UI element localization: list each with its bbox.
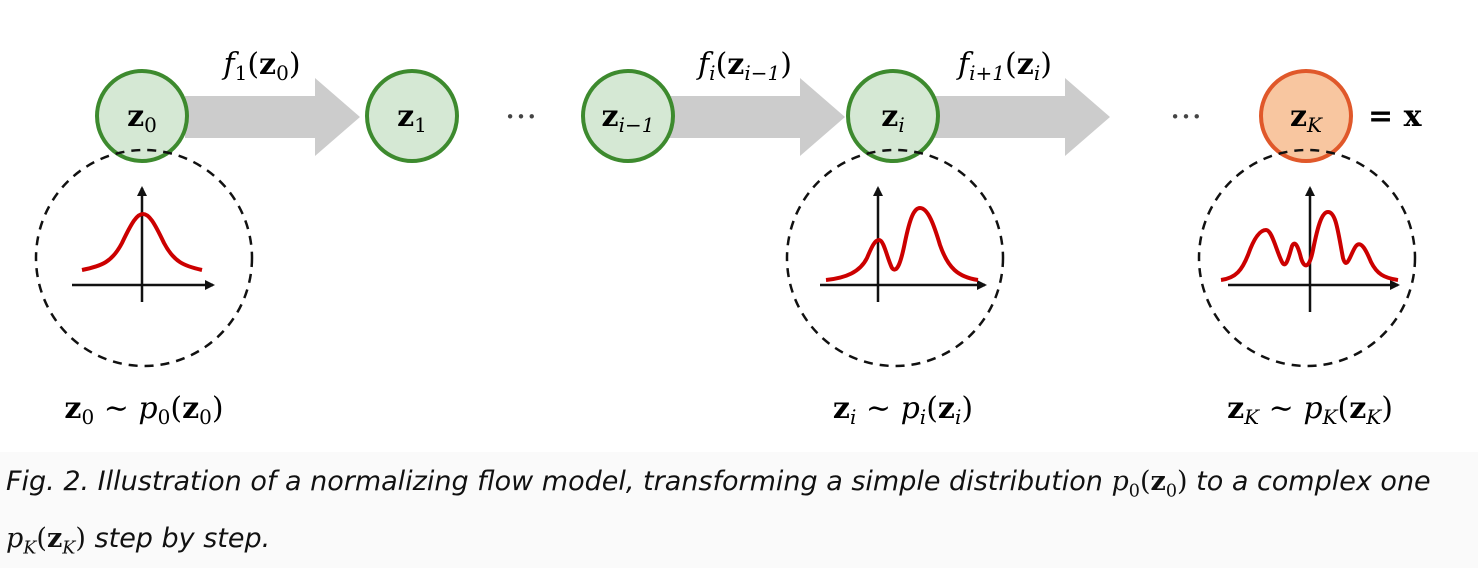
node-zi: zi [846,69,940,163]
svg-text:z0: z0 [127,99,157,137]
ellipsis-1: ··· [505,97,537,137]
node-zK: zK [1259,69,1353,163]
arrow-label-f1: f1(z0) [221,47,300,85]
final-equation: = x [1368,99,1423,134]
flow-arrow-f1 [185,78,360,156]
dist-label-zK: zK ∼ pK(zK) [1227,391,1393,429]
flow-arrow-fi1 [935,78,1110,156]
density-curve-pK [1220,209,1399,282]
arrow-label-fi: fi(zi−1) [696,47,792,85]
dist-label-zi: zi ∼ pi(zi) [833,391,973,429]
normalizing-flow-diagram: f1(z0) fi(zi−1) fi+1(zi) z0 z1 zi−1 zi z… [34,47,1423,429]
dist-circle-z0 [34,148,254,368]
plot-multimodal [1220,186,1400,312]
node-z1: z1 [365,69,459,163]
figure-caption: Fig. 2. Illustration of a normalizing fl… [0,452,1478,568]
dist-circle-zi [785,148,1005,368]
plot-bimodal [820,186,987,302]
svg-text:zi: zi [881,99,904,137]
dist-circle-zK [1197,148,1417,368]
caption-text-2: to a complex one [1187,466,1431,497]
svg-text:zi−1: zi−1 [602,99,655,137]
caption-math-pK: pK(zK) [6,523,86,559]
arrow-label-fi1: fi+1(zi) [956,47,1052,85]
node-z0: z0 [95,69,189,163]
ellipsis-2: ··· [1170,97,1202,137]
plot-simple-gaussian [72,186,215,302]
svg-text:z1: z1 [397,99,427,137]
caption-math-p0: p0(z0) [1111,466,1188,502]
node-zi-minus-1: zi−1 [581,69,675,163]
flow-arrow-fi [665,78,845,156]
caption-text-1: Fig. 2. Illustration of a normalizing fl… [6,466,1112,497]
density-curve-pi [825,205,979,282]
density-curve-p0 [81,211,203,272]
dist-label-z0: z0 ∼ p0(z0) [64,391,223,429]
caption-text-3: step by step. [85,523,271,555]
svg-text:zK: zK [1290,99,1323,137]
